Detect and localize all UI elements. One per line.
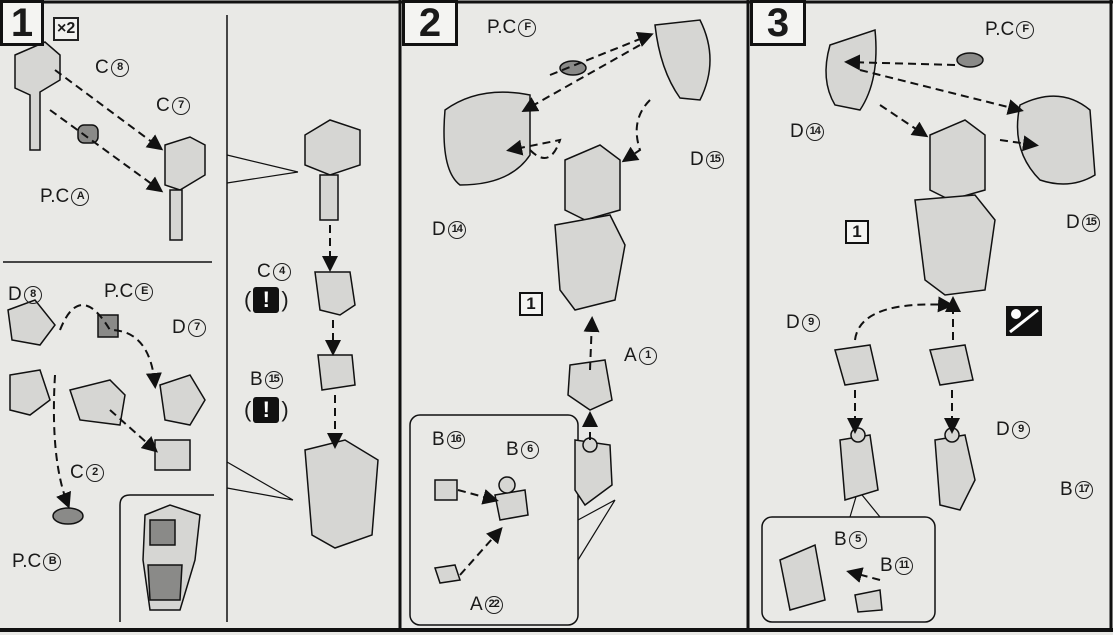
step-1-reference-box: 1	[845, 220, 869, 244]
step-number-3: 3	[750, 0, 806, 46]
caution-note: (!)	[244, 287, 289, 313]
caution-note: (!)	[244, 397, 289, 423]
quantity-badge: ×2	[53, 17, 80, 41]
warning-icon: !	[253, 287, 280, 313]
warning-icon: !	[253, 397, 280, 423]
flip-part-icon	[1006, 306, 1042, 336]
step-1-reference-box: 1	[519, 292, 543, 316]
step-number-1: 1	[0, 0, 44, 46]
assembly-arrows	[49, 32, 1039, 583]
parts	[7, 19, 1096, 613]
step-number-2: 2	[402, 0, 458, 46]
